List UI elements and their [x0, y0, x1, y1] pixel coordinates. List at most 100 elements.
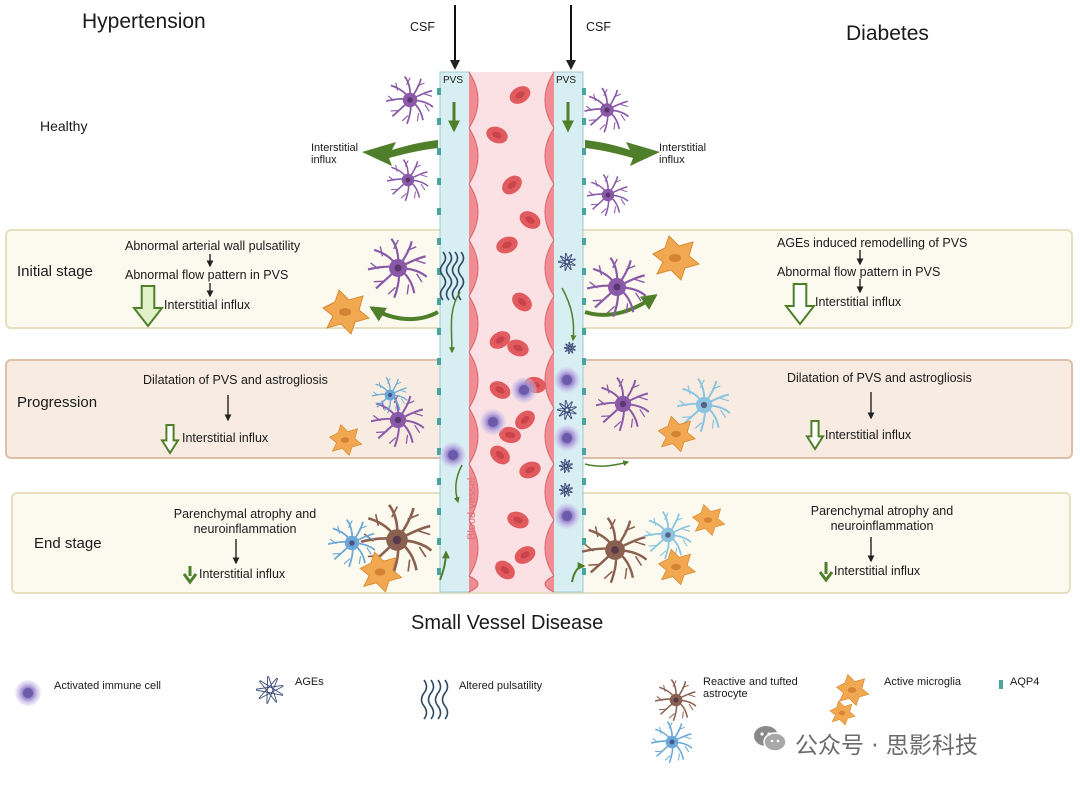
- ages-cluster: [556, 399, 577, 420]
- aqp4-marker: [582, 568, 586, 575]
- red-blood-cell: [519, 461, 541, 479]
- influx-label-left: Interstitial influx: [311, 142, 359, 166]
- initial-green-arrow-left: [369, 306, 439, 322]
- decrease-arrow: [783, 283, 817, 326]
- legend-microglia-label: Active microglia: [884, 676, 962, 688]
- ages-cluster: [558, 482, 573, 498]
- aqp4-marker: [582, 448, 586, 455]
- blood-vessel-label: Blood vessel: [466, 477, 478, 540]
- pvs-curved-arrow-left-1: [448, 291, 461, 354]
- astrocyte: [581, 517, 648, 584]
- decrease-arrow: [160, 424, 180, 455]
- astrocyte: [584, 87, 630, 133]
- altered-pulsatility-waves: [439, 251, 465, 301]
- legend-aqp4-label: AQP4: [1010, 676, 1040, 688]
- red-blood-cells: [486, 86, 546, 580]
- decrease-arrow: [805, 420, 825, 451]
- red-blood-cell: [490, 445, 510, 465]
- pvs-curved-arrow-right-3: [571, 562, 586, 583]
- end-left-line2: neuroinflammation: [193, 522, 297, 536]
- legend-pulsatility-label: Altered pulsatility: [459, 680, 543, 692]
- aqp4-marker: [582, 538, 586, 545]
- endothelial-cell: [544, 239, 555, 297]
- astrocyte: [595, 377, 650, 432]
- pvs-label-right: PVS: [556, 75, 577, 86]
- ages-cluster: [563, 341, 576, 355]
- astrocyte: [586, 257, 647, 318]
- red-blood-cell: [499, 426, 521, 444]
- initial-right-line2: Abnormal flow pattern in PVS: [777, 265, 941, 279]
- endothelial-cell: [468, 127, 479, 185]
- watermark-text: 公众号 · 思影科技: [795, 733, 978, 759]
- csf-label-left: CSF: [410, 20, 435, 34]
- endothelial-cell: [468, 183, 479, 241]
- aqp4-marker: [437, 328, 441, 335]
- endothelial-cell: [468, 407, 479, 465]
- legend-astrocyte-label: Reactive and tufted astrocyte: [703, 676, 798, 700]
- endothelial-cell: [468, 351, 479, 409]
- aqp4-marker: [582, 238, 586, 245]
- aqp4-marker: [437, 358, 441, 365]
- aqp4-marker: [582, 268, 586, 275]
- aqp4-marker: [437, 238, 441, 245]
- ages-clusters: [255, 252, 577, 704]
- pulsatility-wave: [451, 251, 459, 301]
- astrocyte: [586, 174, 629, 217]
- endothelial-cell: [544, 127, 555, 185]
- aqp4-marker: [582, 328, 586, 335]
- endothelial-cell: [468, 575, 479, 593]
- aqp4-marker: [582, 418, 586, 425]
- endothelial-cell: [468, 463, 479, 521]
- red-blood-cell: [509, 86, 531, 104]
- astrocyte: [386, 159, 429, 202]
- aqp4-marker: [437, 508, 441, 515]
- legend-pulsatility-icon: [441, 679, 449, 720]
- ages-cluster: [255, 675, 284, 704]
- legend-pulsatility-icon: [434, 679, 442, 720]
- ages-cluster: [558, 458, 573, 474]
- pulsatility-wave: [457, 251, 465, 301]
- aqp4-marker: [437, 148, 441, 155]
- red-blood-cell: [496, 236, 518, 254]
- aqp4-marker: [582, 208, 586, 215]
- endothelial-cell: [468, 239, 479, 297]
- endothelial-cell: [544, 295, 555, 353]
- endothelial-cell: [544, 519, 555, 577]
- red-blood-cell: [486, 126, 508, 144]
- aqp4-marker: [437, 568, 441, 575]
- pvs-curved-arrow-left-3: [439, 550, 450, 581]
- diagram-title: Small Vessel Disease: [411, 612, 604, 634]
- red-blood-cell: [519, 211, 541, 229]
- glial-cells: [322, 76, 870, 764]
- text-flow-arrows: [206, 250, 875, 565]
- decrease-arrow: [131, 285, 165, 328]
- red-blood-cell: [507, 511, 529, 529]
- astrocyte: [643, 511, 692, 560]
- aqp4-marker: [582, 178, 586, 185]
- astrocyte: [385, 76, 434, 125]
- microglia: [328, 423, 363, 457]
- astrocyte: [371, 377, 408, 414]
- legend-ages-label: AGEs: [295, 676, 324, 688]
- aqp4-marker: [582, 298, 586, 305]
- legend-immune-label: Activated immune cell: [54, 680, 161, 692]
- endothelial-cell: [468, 519, 479, 577]
- microglia: [657, 548, 697, 586]
- pvs-curved-arrow-left-2: [453, 464, 463, 504]
- red-blood-cell: [507, 339, 529, 357]
- end-right-line2: neuroinflammation: [830, 519, 934, 533]
- aqp4-marker: [582, 508, 586, 515]
- aqp4-marker: [437, 88, 441, 95]
- progression-left-line1: Dilatation of PVS and astrogliosis: [143, 373, 328, 387]
- end-left-line3: Interstitial influx: [199, 567, 286, 581]
- decrease-arrow: [818, 562, 834, 583]
- progression-right-line2: Interstitial influx: [825, 428, 912, 442]
- red-blood-cell: [512, 292, 532, 312]
- aqp4-marker: [437, 418, 441, 425]
- influx-label-right: Interstitial influx: [659, 142, 707, 166]
- header-diabetes: Diabetes: [846, 22, 929, 45]
- aqp4-marker: [582, 478, 586, 485]
- initial-left-line1: Abnormal arterial wall pulsatility: [125, 239, 301, 253]
- aqp4-marker: [582, 88, 586, 95]
